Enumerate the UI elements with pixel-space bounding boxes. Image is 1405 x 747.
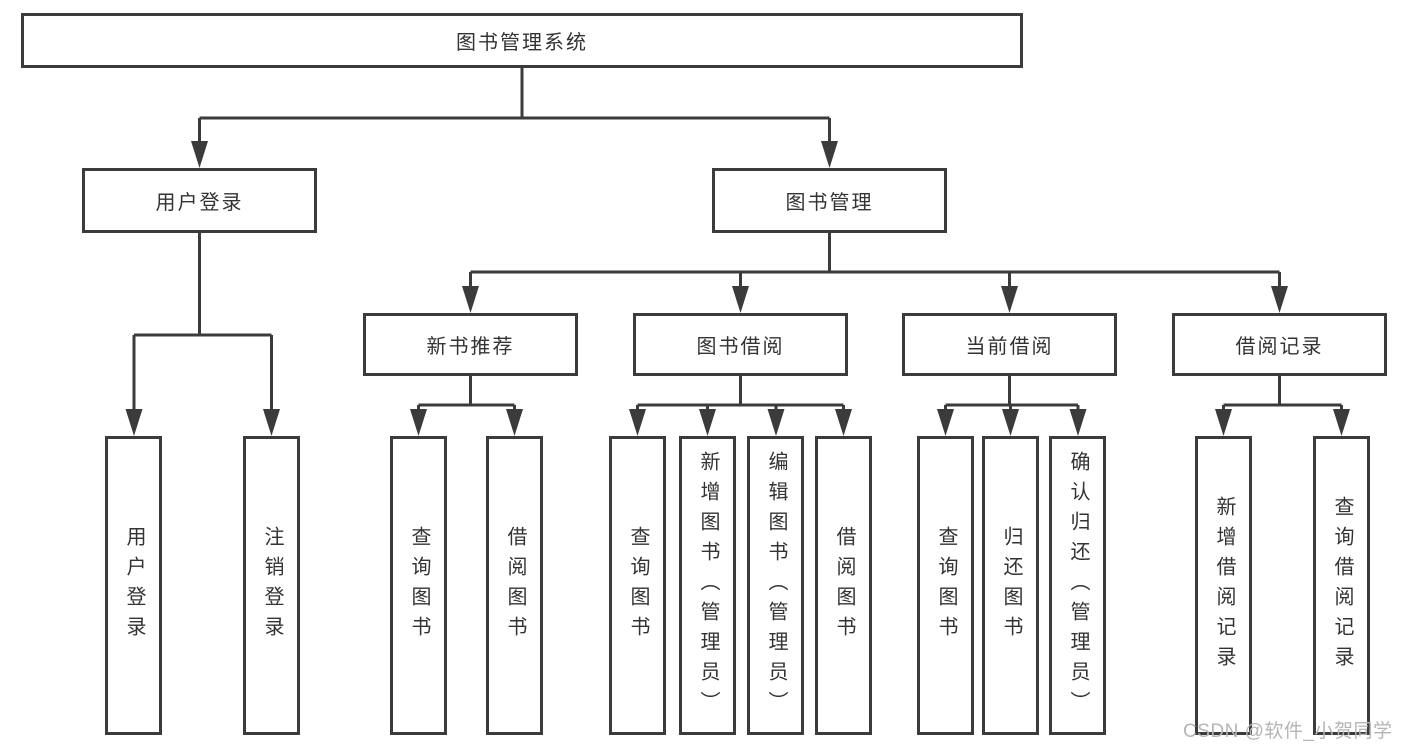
node-current-borrow-label: 当前借阅 (965, 336, 1054, 358)
leaf-borrow-books-recommend-label: 借阅图书 (504, 525, 526, 646)
leaf-return-book: 归还图书 (982, 436, 1039, 735)
node-root-label: 图书管理系统 (456, 32, 588, 54)
leaf-add-book-admin: 新增图书（管理员） (679, 436, 736, 735)
leaf-confirm-return-admin: 确认归还（管理员） (1049, 436, 1106, 735)
node-new-book-recommend: 新书推荐 (363, 313, 578, 376)
leaf-query-books-current-label: 查询图书 (935, 525, 957, 646)
leaf-add-borrow-record-label: 新增借阅记录 (1213, 495, 1235, 676)
leaf-add-book-admin-label: 新增图书（管理员） (697, 450, 719, 721)
leaf-query-borrow-record: 查询借阅记录 (1313, 436, 1370, 735)
node-book-borrow: 图书借阅 (633, 313, 848, 376)
arrowheads (125, 141, 1350, 436)
leaf-add-borrow-record: 新增借阅记录 (1195, 436, 1252, 735)
leaf-borrow-books-recommend: 借阅图书 (486, 436, 543, 735)
csdn-watermark: CSDN @软件_小贺同学 (1183, 721, 1393, 742)
leaf-query-books-borrow: 查询图书 (609, 436, 666, 735)
leaf-edit-book-admin-label: 编辑图书（管理员） (765, 450, 787, 721)
leaf-query-books-borrow-label: 查询图书 (627, 525, 649, 646)
node-user-login-label: 用户登录 (155, 192, 244, 214)
node-book-management-label: 图书管理 (785, 192, 874, 214)
node-book-borrow-label: 图书借阅 (696, 336, 785, 358)
node-root: 图书管理系统 (21, 13, 1023, 68)
node-book-management: 图书管理 (712, 168, 947, 233)
leaf-query-books-recommend: 查询图书 (390, 436, 447, 735)
leaf-query-books-current: 查询图书 (917, 436, 974, 735)
leaf-confirm-return-admin-label: 确认归还（管理员） (1067, 450, 1089, 721)
leaf-user-login-label: 用户登录 (123, 525, 145, 646)
leaf-borrow-books: 借阅图书 (815, 436, 872, 735)
node-borrow-records: 借阅记录 (1172, 313, 1387, 376)
leaf-user-login: 用户登录 (105, 436, 162, 735)
leaf-return-book-label: 归还图书 (1000, 525, 1022, 646)
leaf-query-borrow-record-label: 查询借阅记录 (1331, 495, 1353, 676)
leaf-logout: 注销登录 (243, 436, 300, 735)
leaf-edit-book-admin: 编辑图书（管理员） (747, 436, 804, 735)
leaf-logout-label: 注销登录 (261, 525, 283, 646)
leaf-borrow-books-label: 借阅图书 (833, 525, 855, 646)
node-user-login: 用户登录 (82, 168, 317, 233)
node-new-book-recommend-label: 新书推荐 (426, 336, 515, 358)
node-borrow-records-label: 借阅记录 (1235, 336, 1324, 358)
node-current-borrow: 当前借阅 (902, 313, 1117, 376)
leaf-query-books-recommend-label: 查询图书 (408, 525, 430, 646)
